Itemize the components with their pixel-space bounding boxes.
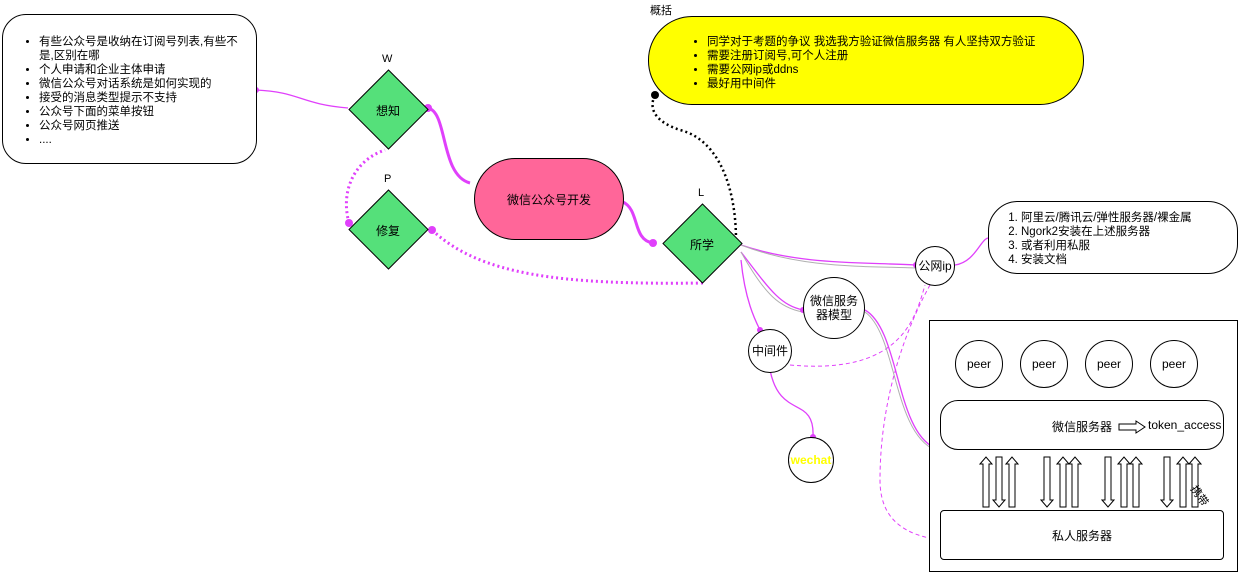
public-ip-notes-list: 阿里云/腾讯云/弹性服务器/裸金属 Ngork2安装在上述服务器 或者利用私服 … [999, 211, 1229, 267]
double-arrow-icon [1160, 456, 1202, 508]
list-item: 个人申请和企业主体申请 [39, 63, 248, 77]
peer-label: peer [1161, 357, 1187, 371]
connector-model-to-server [864, 309, 936, 449]
wechat-node-label: wechat [790, 453, 832, 467]
list-item: 公众号下面的菜单按钮 [39, 105, 248, 119]
summary-box[interactable]: 同学对于考题的争议 我选我方验证微信服务器 有人坚持双方验证 需要注册订阅号,可… [648, 16, 1084, 105]
list-item: 公众号网页推送 [39, 119, 248, 133]
connector-l-to-model [740, 251, 804, 311]
private-server-box[interactable]: 私人服务器 [940, 510, 1224, 560]
diamond-l[interactable] [662, 203, 743, 284]
diamond-p-label: 修复 [375, 224, 400, 238]
public-ip-notes-box[interactable]: 阿里云/腾讯云/弹性服务器/裸金属 Ngork2安装在上述服务器 或者利用私服 … [988, 201, 1238, 274]
peer-node-3[interactable]: peer [1085, 340, 1133, 388]
peer-node-1[interactable]: peer [955, 340, 1003, 388]
left-notes-list: 有些公众号是收纳在订阅号列表,有些不是,区别在哪 个人申请和企业主体申请 微信公… [19, 35, 248, 147]
double-arrow-icon [979, 456, 1020, 508]
connector-dot [428, 226, 436, 234]
connector-notes-to-w [255, 89, 349, 109]
diamond-l-label: 所学 [689, 238, 714, 252]
connector-dot [649, 239, 657, 247]
list-item: 安装文档 [1021, 253, 1229, 267]
list-item: 同学对于考题的争议 我选我方验证微信服务器 有人坚持双方验证 [707, 35, 1075, 49]
double-arrow-icon [1040, 456, 1082, 508]
connector-l-to-p [430, 228, 704, 285]
diamond-l-tag: L [698, 187, 705, 199]
right-arrow-icon [1118, 420, 1146, 434]
token-access-label: token_access [1148, 418, 1222, 432]
peer-node-4[interactable]: peer [1150, 340, 1198, 388]
connector-middleware-to-public-ip [789, 284, 926, 367]
list-item: 需要注册订阅号,可个人注册 [707, 49, 1075, 63]
peer-node-2[interactable]: peer [1020, 340, 1068, 388]
connector-middleware-to-wechat [769, 369, 814, 438]
list-item: 阿里云/腾讯云/弹性服务器/裸金属 [1021, 211, 1229, 225]
model-node[interactable]: 微信服务器模型 [803, 277, 865, 339]
middleware-node[interactable]: 中间件 [748, 329, 792, 373]
diamond-w-tag: W [382, 53, 393, 65]
summary-title: 概括 [650, 5, 672, 17]
diamond-w[interactable] [348, 69, 429, 150]
double-arrow-icon [1101, 456, 1143, 508]
connector-dot [651, 91, 659, 99]
central-node-label: 微信公众号开发 [506, 192, 591, 207]
connector-dot [345, 219, 353, 227]
middleware-node-label: 中间件 [751, 344, 788, 358]
connector-l-to-public-ip [740, 244, 916, 266]
peer-label: peer [1031, 357, 1057, 371]
peer-label: peer [1096, 357, 1122, 371]
diamond-w-label: 想知 [375, 104, 400, 118]
central-node[interactable]: 微信公众号开发 [474, 158, 624, 240]
list-item: 微信公众号对话系统是如何实现的 [39, 77, 248, 91]
connector-central-to-l [622, 200, 654, 245]
connector-l-to-middleware [740, 259, 761, 331]
list-item: .... [39, 133, 248, 147]
list-item: 接受的消息类型提示不支持 [39, 91, 248, 105]
connector-w-to-central [427, 106, 471, 185]
wechat-server-box[interactable] [940, 400, 1224, 450]
list-item: 需要公网ip或ddns [707, 63, 1075, 77]
private-server-label: 私人服务器 [1051, 528, 1112, 543]
connector-p-to-w [344, 148, 386, 224]
wechat-node[interactable]: wechat [788, 437, 834, 483]
public-ip-node-label: 公网ip [918, 259, 952, 273]
model-node-label: 微信服务器模型 [809, 294, 858, 322]
list-item: 最好用中间件 [707, 77, 1075, 91]
left-notes-box[interactable]: 有些公众号是收纳在订阅号列表,有些不是,区别在哪 个人申请和企业主体申请 微信公… [2, 14, 257, 164]
connector-public-ip-to-notes [954, 237, 989, 266]
diamond-p[interactable] [348, 189, 429, 270]
peer-label: peer [966, 357, 992, 371]
list-item: Ngork2安装在上述服务器 [1021, 225, 1229, 239]
diamond-p-tag: P [384, 173, 392, 185]
list-item: 有些公众号是收纳在订阅号列表,有些不是,区别在哪 [39, 35, 248, 63]
list-item: 或者利用私服 [1021, 239, 1229, 253]
wechat-server-label: 微信服务器 [1052, 420, 1113, 434]
public-ip-node[interactable]: 公网ip [915, 246, 955, 286]
connector-public-ip-to-private [879, 284, 941, 541]
summary-list: 同学对于考题的争议 我选我方验证微信服务器 有人坚持双方验证 需要注册订阅号,可… [687, 35, 1075, 91]
